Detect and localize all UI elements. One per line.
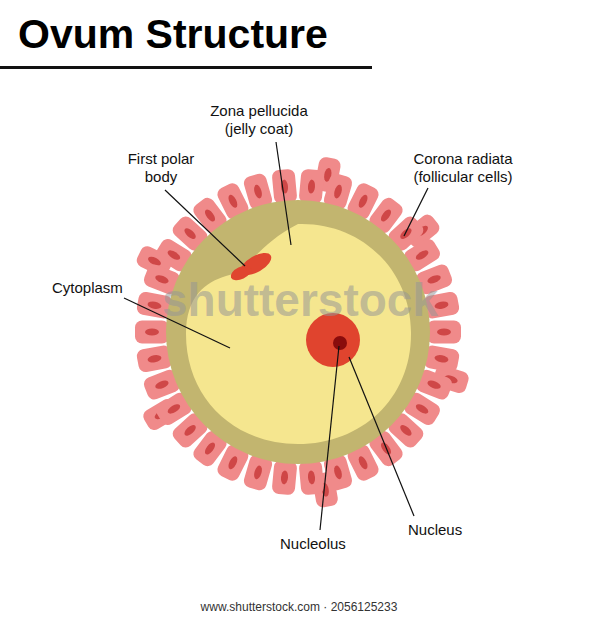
cytoplasm [186, 224, 411, 444]
follicular-cell [298, 169, 324, 205]
part-label: Nucleus [408, 521, 462, 539]
part-label: Corona radiata (follicular cells) [396, 150, 530, 186]
part-label: Cytoplasm [52, 279, 123, 297]
corona-radiata-cells [134, 156, 470, 508]
watermark: shutterstock [130, 274, 470, 326]
follicular-cell [271, 459, 297, 495]
leader-lines [124, 142, 428, 530]
watermark-url: www.shutterstock.com · 2056125233 [0, 600, 598, 614]
part-label: Nucleolus [280, 535, 346, 553]
part-label: Zona pellucida (jelly coat) [200, 102, 318, 138]
part-label: First polar body [116, 150, 206, 186]
diagram-title: Ovum Structure [18, 10, 328, 58]
follicular-cell [298, 459, 324, 495]
zona-pellucida [166, 200, 430, 464]
title-underline [0, 66, 372, 69]
nucleolus [333, 336, 347, 350]
